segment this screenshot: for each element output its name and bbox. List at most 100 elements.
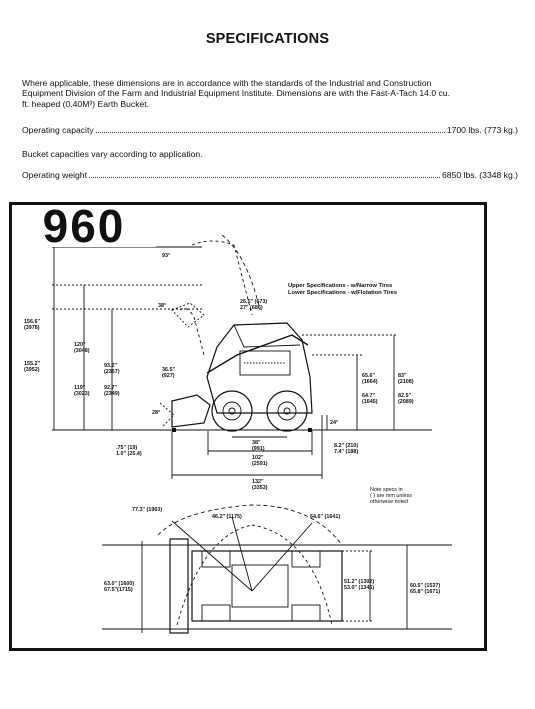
reach-label: 26.5" (673) 27" (686): [240, 299, 267, 311]
height-value: 155.2": [24, 361, 41, 367]
width-narrow: 51.2" (1302): [344, 579, 375, 585]
lowered-bucket: [171, 394, 211, 428]
length-102-label: 102" (2591): [252, 455, 268, 467]
tire-rear-left: [291, 550, 321, 568]
height-932-label: 93.2" (2367): [104, 363, 120, 375]
cab-window: [239, 350, 291, 376]
height-value: 83": [398, 373, 407, 379]
length-value: 132": [252, 479, 264, 485]
wheelbase-mm: (991): [252, 446, 265, 453]
lift-arc: [221, 234, 261, 311]
model-number: 960: [43, 205, 126, 247]
width-flotation: 67.5"(1715): [104, 587, 133, 594]
dump-value: 36.5": [162, 367, 176, 373]
width-flotation: 65.8" (1671): [410, 589, 441, 596]
height-value: 120": [74, 342, 86, 348]
tire-rear-right: [291, 604, 321, 622]
height-mm: (2367): [104, 369, 120, 376]
diagram-drawing: [52, 234, 452, 634]
dump-height-label: 36.5" (927): [162, 367, 175, 379]
height-mm: (3978): [24, 325, 40, 332]
legend-line: Upper Specifications - w/Narrow Tires: [288, 283, 393, 289]
height-mm: (3952): [24, 367, 40, 374]
height-mm: (2108): [398, 379, 414, 386]
height-119-label: 119" (3023): [74, 385, 90, 397]
model-960-logo: 960: [12, 205, 156, 247]
cab-top-view: [231, 564, 289, 608]
height-mm: (1664): [362, 379, 378, 386]
reach-flotation: 27" (686): [240, 305, 263, 312]
radius-646-label: 64.6" (1641): [310, 514, 341, 520]
spec-label: Operating capacity: [22, 125, 94, 135]
bucket-offset-label: .75" (19) 1.0" (25.4): [116, 445, 142, 457]
machine-top-view: [191, 550, 343, 622]
tire-legend: Upper Specifications - w/Narrow Tires Lo…: [288, 283, 397, 297]
height-656-label: 65.6" (1664): [362, 373, 378, 385]
width-narrow: 60.5" (1537): [410, 583, 441, 589]
angle-38-label: 38°: [158, 303, 167, 309]
leader-dots: [95, 124, 445, 133]
units-note: Note specs in ( ) are mm unless otherwis…: [370, 487, 412, 506]
spec-row-operating-weight: Operating weight 6850 lbs. (3348 kg.): [22, 169, 518, 181]
legend-line: Lower Specifications - w/Flotation Tires: [288, 290, 398, 296]
machine-body: [206, 322, 313, 414]
lift-arm: [206, 334, 309, 374]
rear-wheel: [266, 390, 308, 432]
bucket-capacity-note: Bucket capacities vary according to appl…: [22, 149, 203, 159]
height-value: 64.7": [362, 393, 376, 399]
height-value: 92.7": [104, 385, 118, 391]
intro-line: Equipment Division of the Farm and Indus…: [22, 88, 450, 99]
height-927-label: 92.7" (2349): [104, 385, 120, 397]
height-155-label: 155.2" (3952): [24, 361, 40, 373]
height-value: 93.2": [104, 363, 118, 369]
note-line: Note specs in: [370, 487, 403, 493]
intro-line: Where applicable, these dimensions are i…: [22, 78, 432, 88]
dump-mm: (927): [162, 373, 175, 380]
tire-front-right: [201, 604, 231, 622]
reach-narrow: 26.5" (673): [240, 299, 268, 305]
radius-462-label: 46.2" (1175): [212, 514, 242, 520]
leader-dots: [88, 169, 441, 178]
height-120-label: 120" (3048): [74, 342, 90, 354]
clearance-flotation: 7.4" (188): [334, 449, 359, 456]
offset-flotation: 1.0" (25.4): [116, 451, 142, 458]
length-mm: (2591): [252, 461, 268, 468]
length-value: 102": [252, 455, 264, 461]
width-narrow: 63.0" (1600): [104, 581, 135, 587]
intro-line: ft. heaped (0.40M³) Earth Bucket.: [22, 98, 150, 109]
front-wheel: [211, 390, 253, 432]
width-630-label: 63.0" (1600) 67.5"(1715): [104, 581, 134, 593]
offset-narrow: .75" (19): [116, 445, 138, 451]
dimension-diagram: 960 Upper Specifications - w/Narrow Tire…: [9, 202, 487, 651]
angle-28-label: 28°: [152, 410, 161, 416]
note-line: ( ) are mm unless: [370, 493, 412, 500]
height-156-label: 156.6" (3978): [24, 319, 40, 331]
spec-label: Operating weight: [22, 170, 87, 180]
height-647-label: 64.7" (1645): [362, 393, 378, 405]
bucket-top-view: [169, 538, 189, 634]
clearance-narrow: 8.2" (210): [334, 443, 359, 449]
turning-arc-outer: [157, 504, 343, 546]
length-132-label: 132" (3353): [252, 479, 268, 491]
raised-bucket: [171, 302, 205, 328]
height-mm: (1645): [362, 399, 378, 406]
height-mm: (3048): [74, 348, 90, 355]
width-605-label: 60.5" (1537) 65.8" (1671): [410, 583, 440, 595]
angle-93-label: 93°: [162, 253, 171, 259]
intro-paragraph: Where applicable, these dimensions are i…: [22, 78, 518, 109]
height-value: 119": [74, 385, 86, 391]
radius-773-label: 77.3" (1963): [132, 507, 163, 513]
turning-arc-inner: [251, 524, 333, 626]
height-value: 156.6": [24, 319, 41, 325]
width-flotation: 53.0" (1346): [344, 585, 375, 592]
height-value: 65.6": [362, 373, 376, 379]
height-mm: (3023): [74, 391, 90, 398]
width-512-label: 51.2" (1302) 53.0" (1346): [344, 579, 374, 591]
spec-value: 1700 lbs. (773 kg.): [446, 125, 518, 135]
height-mm: (2089): [398, 399, 414, 406]
angle-24-label: 24°: [330, 420, 339, 426]
tire-front-left: [201, 550, 231, 568]
height-83-label: 83" (2108): [398, 373, 414, 385]
wheelbase-value: 38": [252, 440, 261, 446]
